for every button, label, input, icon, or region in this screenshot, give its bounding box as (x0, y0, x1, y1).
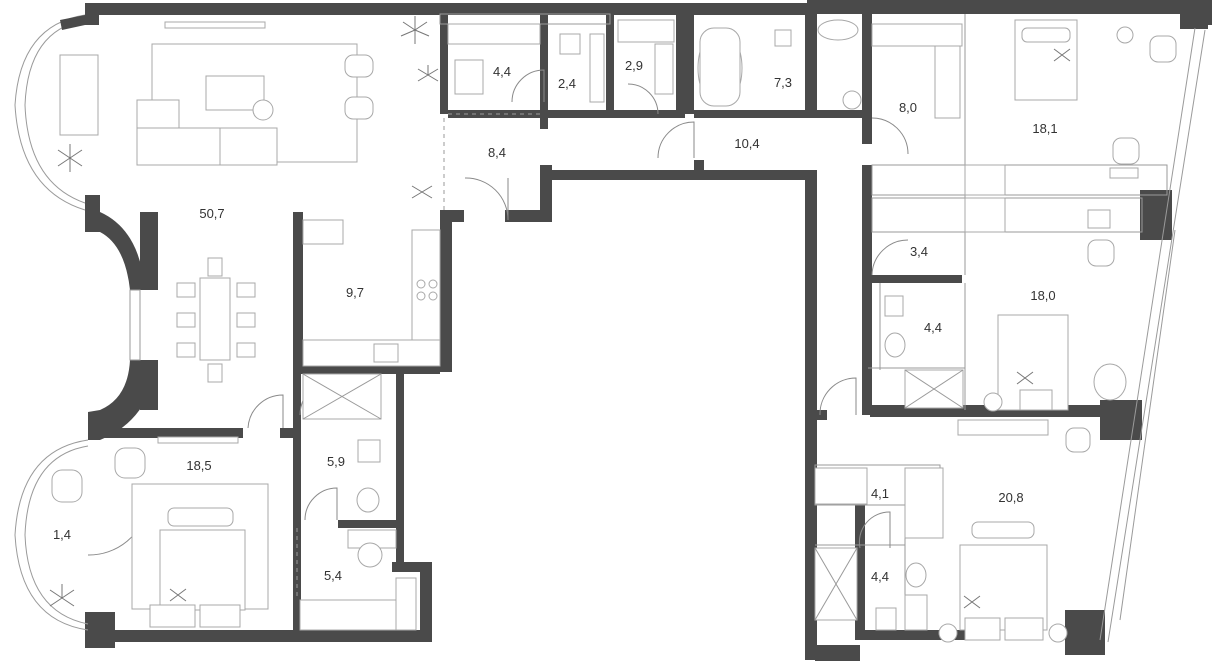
area-label-bath-d: 4,4 (871, 569, 889, 584)
plants (49, 16, 1071, 609)
area-label-bath-a: 5,9 (327, 454, 345, 469)
area-label-living: 50,7 (199, 206, 224, 221)
area-label-hall-a: 8,4 (488, 145, 506, 160)
area-label-closet-a: 5,4 (324, 568, 342, 583)
area-label-closet-b: 8,0 (899, 100, 917, 115)
area-label-laundry: 4,4 (493, 64, 511, 79)
area-label-corridor: 10,4 (734, 136, 759, 151)
furniture (51, 19, 1177, 643)
east-facade (1099, 27, 1206, 643)
area-label-wc-a: 2,4 (558, 76, 576, 91)
area-label-closet-c: 3,4 (910, 244, 928, 259)
area-label-balcony: 1,4 (53, 527, 71, 542)
area-label-bedroom-ne: 18,1 (1032, 121, 1057, 136)
area-label-bath-b: 7,3 (774, 75, 792, 90)
area-label-bedroom-sw: 18,5 (186, 458, 211, 473)
area-labels: 50,7 18,5 1,4 9,7 5,9 5,4 8,4 4,4 2,4 2,… (53, 58, 1058, 584)
area-label-kitchen: 9,7 (346, 285, 364, 300)
area-label-closet-d: 4,1 (871, 486, 889, 501)
bay-windows (14, 14, 141, 631)
openings (296, 113, 966, 600)
area-label-bedroom-se: 20,8 (998, 490, 1023, 505)
area-label-wc-b: 2,9 (625, 58, 643, 73)
area-label-bedroom-e: 18,0 (1030, 288, 1055, 303)
area-label-bath-c: 4,4 (924, 320, 942, 335)
